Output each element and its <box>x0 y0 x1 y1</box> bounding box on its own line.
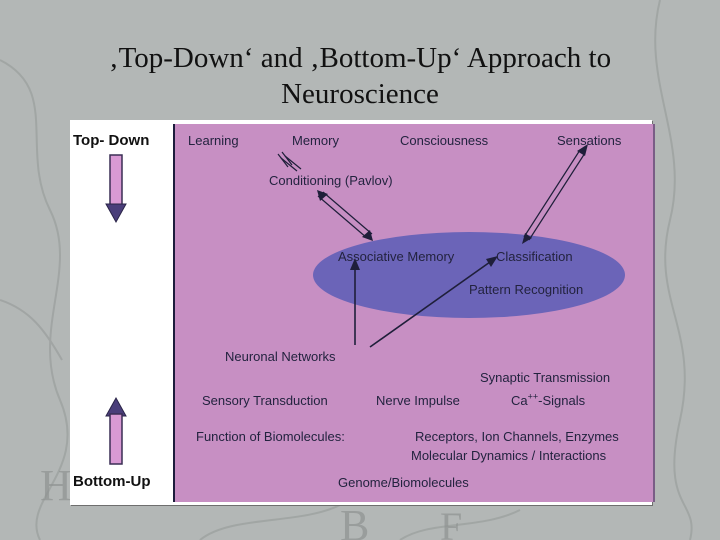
node-classification: Classification <box>496 249 573 264</box>
node-receptors: Receptors, Ion Channels, Enzymes <box>415 429 619 444</box>
classification-to-sensations-arrow <box>522 144 588 244</box>
node-pattern-recognition: Pattern Recognition <box>469 282 584 297</box>
node-molecular-dynamics: Molecular Dynamics / Interactions <box>411 448 607 463</box>
bottom-up-arrow <box>105 396 127 465</box>
node-genome: Genome/Biomolecules <box>338 475 469 490</box>
node-ca-signals: Ca++-Signals <box>511 391 586 408</box>
svg-text:F: F <box>440 504 462 540</box>
slide-title-line1: ‚Top-Down‘ and ‚Bottom-Up‘ Approach to <box>108 42 612 74</box>
bottom-up-label: Bottom-Up <box>73 473 151 490</box>
ca-superscript: ++ <box>527 391 539 402</box>
svg-text:B: B <box>340 501 369 540</box>
diagram-graphics <box>105 144 625 465</box>
networks-to-associative-arrow <box>350 258 360 345</box>
node-learning: Learning <box>188 133 239 148</box>
diagram-figure: Top- Down Bottom-Up Learning Memory Cons… <box>70 120 655 505</box>
node-function-biomolecules: Function of Biomolecules: <box>196 429 345 444</box>
networks-to-classification-arrow <box>369 256 498 348</box>
slide-title: ‚Top-Down‘ and ‚Bottom-Up‘ Approach to N… <box>40 40 680 112</box>
associative-memory-ellipse <box>313 232 625 318</box>
ca-base: Ca <box>511 393 528 408</box>
ca-suffix: -Signals <box>538 393 586 408</box>
memory-conditioning-arrow <box>277 151 302 172</box>
node-conditioning: Conditioning (Pavlov) <box>269 173 393 188</box>
svg-text:H: H <box>40 461 72 510</box>
top-down-label: Top- Down <box>73 132 150 149</box>
node-memory: Memory <box>292 133 339 148</box>
node-neuronal-networks: Neuronal Networks <box>225 349 336 364</box>
slide-title-line2: Neuroscience <box>281 78 439 110</box>
node-nerve-impulse: Nerve Impulse <box>376 393 460 408</box>
node-sensory-transduction: Sensory Transduction <box>202 393 328 408</box>
node-consciousness: Consciousness <box>400 133 489 148</box>
node-associative-memory: Associative Memory <box>338 249 455 264</box>
conditioning-to-associative-arrow <box>317 190 373 241</box>
top-down-arrow <box>105 154 127 224</box>
node-sensations: Sensations <box>557 133 622 148</box>
node-synaptic-transmission: Synaptic Transmission <box>480 370 611 385</box>
